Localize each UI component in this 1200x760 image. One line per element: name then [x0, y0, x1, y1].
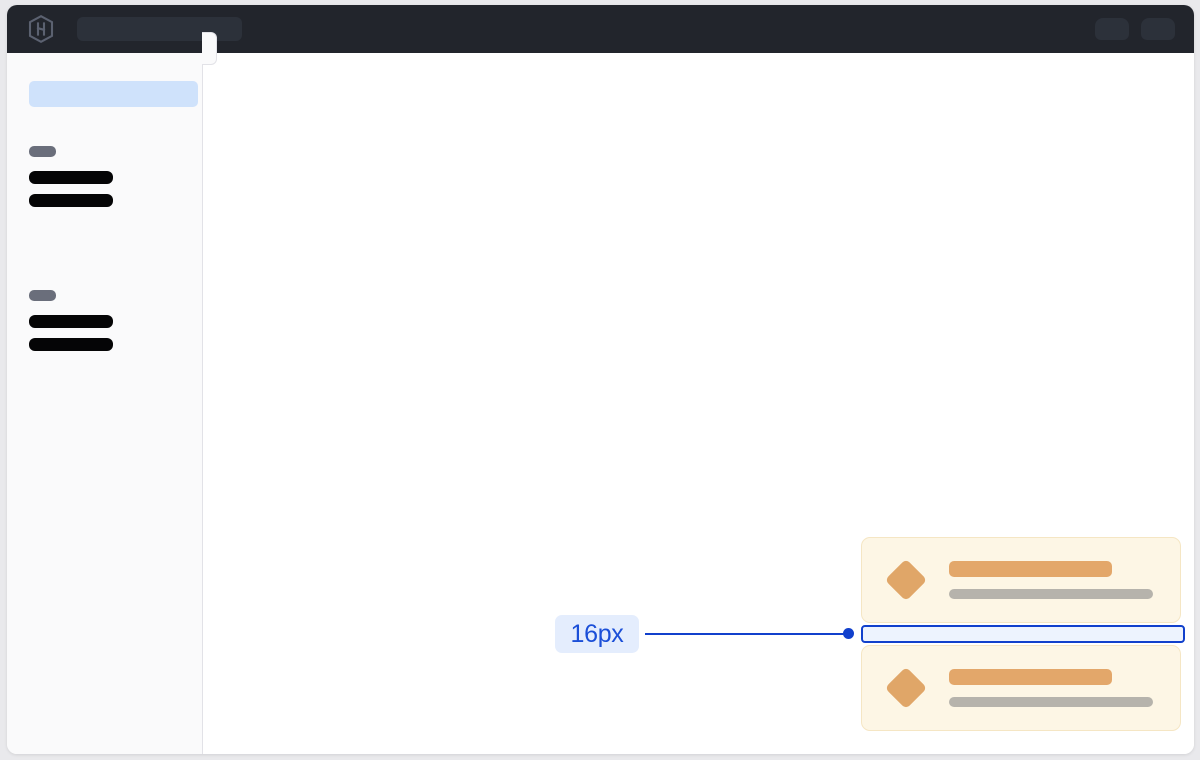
topbar-skeleton-1[interactable] — [1095, 18, 1129, 40]
measurement-leader-line — [645, 633, 850, 635]
top-navigation-bar — [7, 5, 1194, 53]
measurement-label-pill: 16px — [555, 615, 639, 653]
sidebar-group-label-1 — [29, 290, 56, 301]
measurement-endpoint-dot — [843, 628, 854, 639]
main-canvas: 16px — [203, 53, 1194, 754]
sidebar-item-0-0[interactable] — [29, 171, 113, 184]
card-0-text-block — [949, 561, 1153, 599]
hashicorp-hexagon-logo-icon[interactable] — [28, 15, 54, 43]
sidebar-group-label-0 — [29, 146, 56, 157]
app-window: 16px — [7, 5, 1194, 754]
sidebar-group-0 — [29, 146, 113, 217]
sidebar-item-selected[interactable] — [29, 81, 198, 107]
search-input[interactable] — [77, 17, 242, 41]
sidebar-item-0-1[interactable] — [29, 194, 113, 207]
sidebar-item-1-1[interactable] — [29, 338, 113, 351]
card-1-title-skeleton — [949, 669, 1112, 685]
sidebar-item-1-0[interactable] — [29, 315, 113, 328]
measurement-value-text: 16px — [570, 619, 624, 648]
topbar-skeleton-2[interactable] — [1141, 18, 1175, 40]
topbar-actions-group — [1095, 18, 1175, 40]
card-1[interactable] — [861, 645, 1181, 731]
gap-measurement-highlight — [861, 625, 1185, 643]
sidebar-collapse-handle-icon[interactable] — [202, 32, 217, 65]
card-1-text-block — [949, 669, 1153, 707]
diamond-icon — [884, 666, 928, 710]
sidebar-group-1 — [29, 290, 113, 361]
card-0[interactable] — [861, 537, 1181, 623]
sidebar — [7, 53, 203, 754]
card-0-subtitle-skeleton — [949, 589, 1153, 599]
diamond-icon — [884, 558, 928, 602]
card-0-title-skeleton — [949, 561, 1112, 577]
card-1-subtitle-skeleton — [949, 697, 1153, 707]
